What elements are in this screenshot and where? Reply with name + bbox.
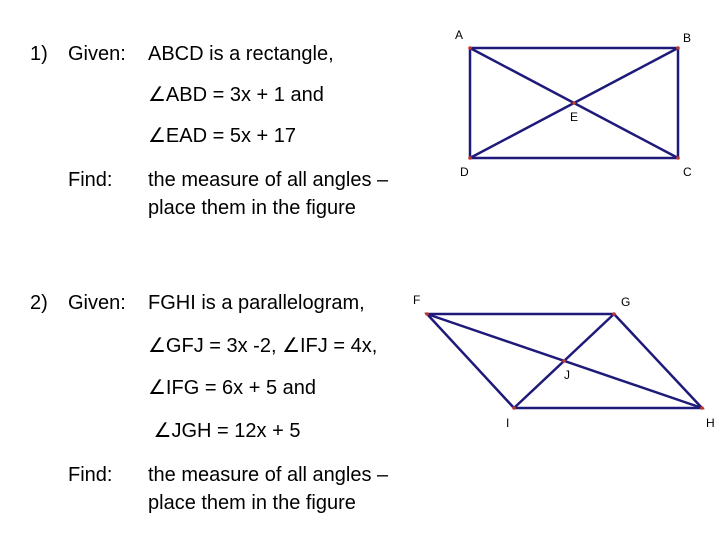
problem-2-number: 2)	[30, 292, 48, 314]
vertex-dot-j	[562, 359, 566, 363]
problem-2-find-line-2: place them in the figure	[148, 492, 356, 514]
vertex-label-h: H	[706, 416, 715, 430]
vertex-dot-d	[468, 156, 472, 160]
vertex-dot-g	[612, 312, 616, 316]
vertex-label-g: G	[621, 295, 631, 309]
vertex-dot-h	[700, 406, 704, 410]
vertex-dot-b	[676, 46, 680, 50]
vertex-label-e: E	[570, 110, 579, 124]
vertex-dot-f	[425, 312, 429, 316]
vertex-label-c: C	[683, 165, 692, 179]
vertex-dot-e	[572, 101, 576, 105]
rectangle-vertex-dots	[468, 46, 680, 160]
vertex-dot-a	[468, 46, 472, 50]
problem-1-given-label: Given:	[68, 43, 126, 65]
problem-1-find-line-1: the measure of all angles –	[148, 169, 389, 191]
problem-2-given-label: Given:	[68, 292, 126, 314]
vertex-dot-c	[676, 156, 680, 160]
problem-1-given-line-1: ABCD is a rectangle,	[148, 43, 334, 65]
vertex-dot-i	[512, 406, 516, 410]
vertex-label-f: F	[413, 293, 421, 307]
problem-2-find-label: Find:	[68, 464, 113, 486]
vertex-label-b: B	[683, 31, 692, 45]
problem-2-given-line-3: ∠IFG = 6x + 5 and	[148, 377, 317, 399]
parallelogram-vertex-dots	[425, 312, 704, 410]
problem-2-find-line-1: the measure of all angles –	[148, 464, 389, 486]
problem-1-given-line-2: ∠ABD = 3x + 1 and	[148, 84, 324, 106]
problem-1-given-line-3: ∠EAD = 5x + 17	[148, 125, 297, 147]
problem-1-number: 1)	[30, 43, 48, 65]
vertex-label-d: D	[460, 165, 469, 179]
problem-1-find-line-2: place them in the figure	[148, 197, 356, 219]
problem-1-find-label: Find:	[68, 169, 113, 191]
problem-2-given-line-1: FGHI is a parallelogram,	[148, 292, 365, 314]
vertex-label-a: A	[455, 28, 464, 42]
problem-2-given-line-2: ∠GFJ = 3x -2, ∠IFJ = 4x,	[148, 335, 378, 357]
vertex-label-j: J	[564, 368, 570, 382]
vertex-label-i: I	[506, 416, 510, 430]
problem-2-given-line-4: ∠JGH = 12x + 5	[148, 420, 301, 442]
